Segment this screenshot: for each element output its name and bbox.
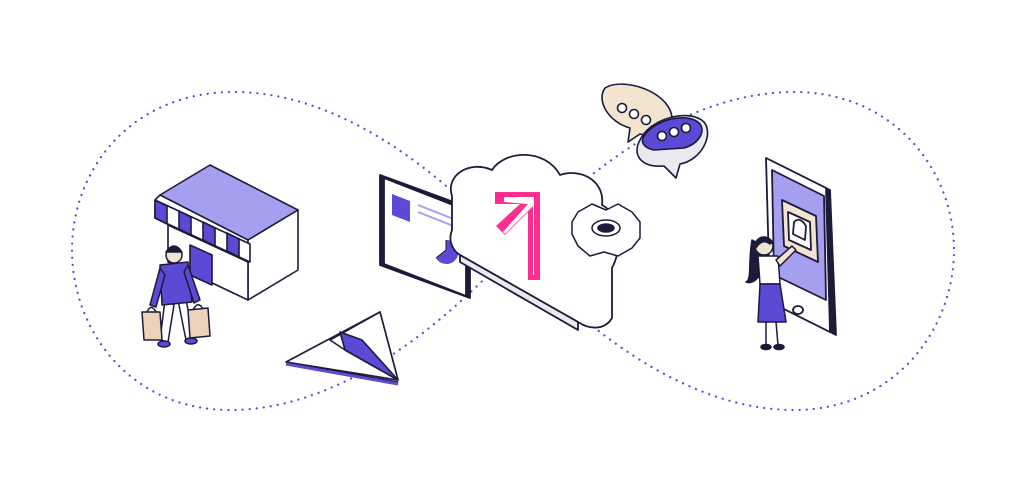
smartphone-icon <box>765 157 837 336</box>
shopper-icon <box>141 245 211 348</box>
chat-bubbles-icon <box>601 83 709 179</box>
woman-icon <box>745 236 797 351</box>
storefront-icon <box>154 164 299 301</box>
paper-plane-icon <box>285 311 399 386</box>
gear-icon <box>571 203 641 257</box>
brand-arrow-icon <box>495 192 540 280</box>
dashboard-card-icon <box>379 174 471 299</box>
cloud-icon <box>449 153 620 331</box>
